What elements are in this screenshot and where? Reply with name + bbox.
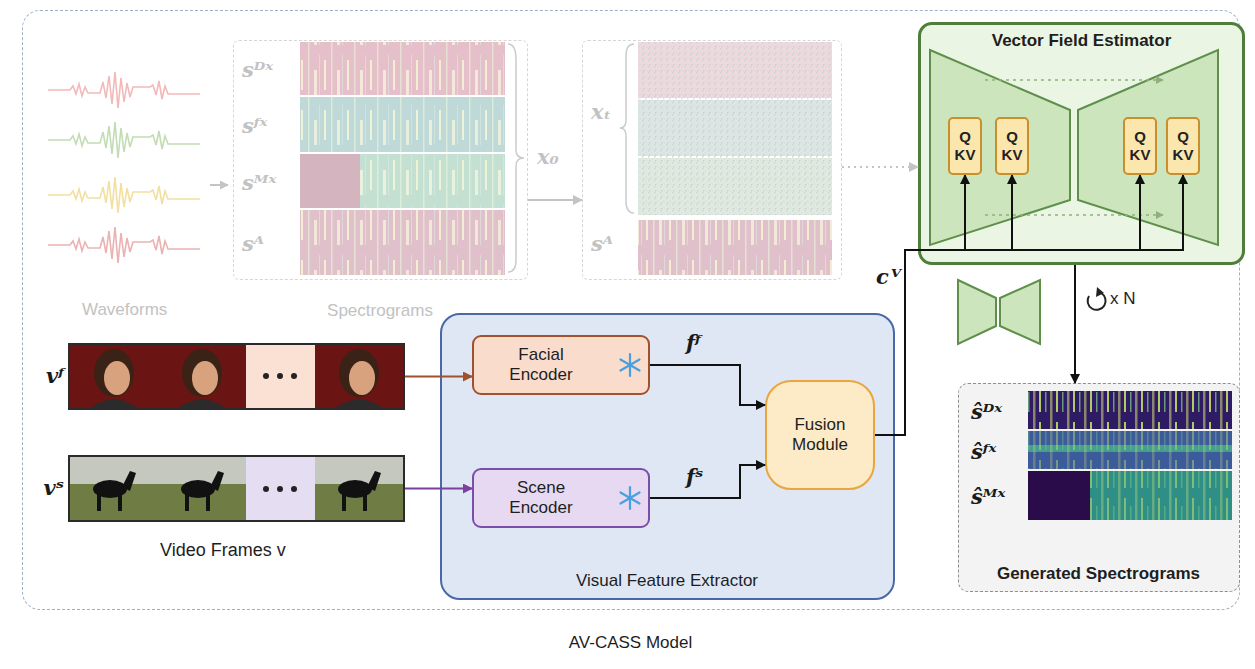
node-text: AV-CASS Model [23, 633, 1238, 653]
node-text: Q [959, 128, 971, 146]
connector [650, 465, 765, 498]
connector [1074, 265, 1076, 383]
node-text: Facial Encoder [496, 345, 586, 386]
node-text: ŝᶠˣ [971, 439, 996, 464]
free-label: Waveforms [82, 300, 167, 320]
extractor-box: Visual Feature Extractor Facial EncoderSc… [440, 313, 895, 600]
attention-block: QKV [1166, 117, 1200, 175]
node-text: Scene Encoder [496, 478, 586, 519]
fusion-box: Fusion Module [765, 380, 875, 490]
node-text: Generated Spectrograms [959, 564, 1238, 584]
node-text: KV [1173, 146, 1194, 164]
spectrogram-panel: sᴰˣsᶠˣsᴹˣsᴬSpectrograms [233, 40, 528, 280]
model-region: AV-CASS ModelsᴰˣsᶠˣsᴹˣsᴬSpectrogramsxₜsᴬ… [22, 10, 1240, 610]
node-text: KV [1130, 146, 1151, 164]
node-text: sᴰˣ [242, 57, 273, 82]
node-text: KV [1002, 146, 1023, 164]
encoder-box: Facial Encoder [472, 335, 650, 395]
estimator-box: Vector Field EstimatorQKVQKVQKVQKV [918, 22, 1245, 265]
node-text: sᴹˣ [242, 170, 276, 195]
free-label: Video Frames v [160, 540, 286, 562]
node-text: vᶠ [24, 363, 64, 388]
attention-block: QKV [1123, 117, 1157, 175]
output-panel: ŝᴰˣ ŝᶠˣ ŝᴹˣGenerated Spectrograms [958, 383, 1240, 592]
node-text: xₜ [591, 99, 611, 124]
edge-label: fˢ [686, 464, 703, 489]
connector [405, 488, 472, 490]
node-text: Visual Feature Extractor [442, 571, 892, 591]
connector [875, 175, 1140, 435]
node-text: ŝᴹˣ [971, 484, 1005, 509]
node-text: ŝᴰˣ [971, 399, 1002, 424]
node-text: vˢ [24, 475, 64, 500]
edge-label: fᶠ [686, 330, 701, 355]
encoder-box: Scene Encoder [472, 468, 650, 528]
attention-block: QKV [948, 117, 982, 175]
attention-block: QKV [995, 117, 1029, 175]
free-label: x₀ [537, 144, 559, 169]
connector [405, 376, 472, 378]
connector [842, 166, 918, 168]
frame-strip: vˢ [68, 455, 405, 522]
node-text: sᴬ [591, 231, 613, 256]
node-text: Vector Field Estimator [921, 31, 1242, 51]
free-label: x N [1110, 289, 1136, 309]
node-text: Fusion Module [773, 415, 867, 456]
connector [875, 175, 1183, 435]
edge-label: cⱽ [876, 264, 899, 289]
node-text: sᴬ [242, 231, 264, 256]
frame-strip: vᶠ [68, 343, 405, 410]
connector [528, 199, 582, 201]
connector [875, 175, 1012, 435]
node-text: Q [1006, 128, 1018, 146]
connector [875, 175, 965, 435]
node-text: sᶠˣ [242, 113, 267, 138]
node-text: Q [1177, 128, 1189, 146]
connector [650, 365, 765, 405]
node-text: KV [955, 146, 976, 164]
noisy-panel: xₜ sᴬ [582, 40, 842, 280]
node-text: Spectrograms [234, 301, 526, 321]
node-text: Q [1134, 128, 1146, 146]
